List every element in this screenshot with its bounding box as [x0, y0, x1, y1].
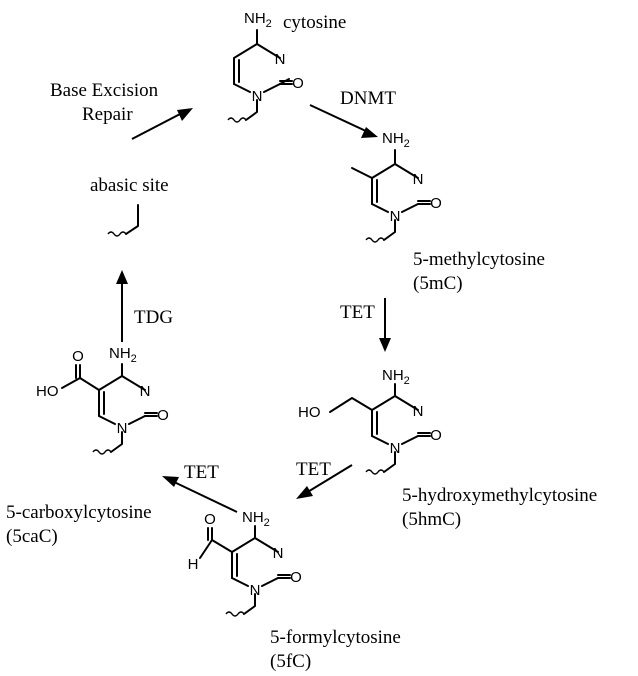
cytosine-structure: N N O NH2	[227, 10, 304, 123]
arrow-tdg	[116, 270, 128, 342]
amine-group: NH2	[242, 509, 270, 529]
label-tet-3: TET	[184, 462, 219, 483]
carbonyl-oxygen: O	[290, 569, 302, 586]
carboxyl-hydroxyl: HO	[36, 383, 59, 400]
ring-nitrogen-3: N	[140, 383, 151, 400]
ring-nitrogen-1: N	[252, 88, 263, 105]
carbonyl-oxygen: O	[157, 407, 169, 424]
label-tdg: TDG	[134, 307, 173, 328]
carboxyl-oxygen: O	[72, 348, 84, 365]
label-carboxylcytosine: 5-carboxylcytosine	[6, 502, 152, 523]
carbonyl-oxygen: O	[430, 427, 442, 444]
label-5mc: (5mC)	[413, 273, 463, 294]
formylcytosine-structure: N N O O H NH2	[188, 509, 302, 617]
label-repair: Repair	[82, 104, 133, 125]
amine-group: NH2	[382, 130, 410, 150]
methylcytosine-structure: N N O NH2	[351, 130, 442, 243]
arrow-tet-1	[379, 298, 391, 352]
label-5fc: (5fC)	[270, 651, 311, 672]
amine-group: NH2	[382, 367, 410, 387]
label-tet-2: TET	[296, 459, 331, 480]
label-5cac: (5caC)	[6, 526, 58, 547]
formyl-hydrogen: H	[188, 556, 199, 573]
arrow-base-excision-repair	[131, 108, 193, 140]
carboxylcytosine-structure: N N O O HO NH2	[36, 345, 169, 455]
ring-nitrogen-1: N	[250, 582, 261, 599]
label-base-excision: Base Excision	[50, 80, 159, 101]
label-methylcytosine: 5-methylcytosine	[413, 249, 545, 270]
arrow-tet-3	[162, 476, 238, 513]
label-abasic-site: abasic site	[90, 175, 169, 196]
ring-nitrogen-3: N	[275, 51, 286, 68]
label-dnmt: DNMT	[340, 88, 396, 109]
ring-nitrogen-3: N	[413, 403, 424, 420]
ring-nitrogen-3: N	[273, 545, 284, 562]
label-cytosine: cytosine	[283, 12, 346, 33]
label-formylcytosine: 5-formylcytosine	[270, 627, 401, 648]
hydroxymethylcytosine-structure: N N O NH2 HO	[298, 367, 442, 475]
hydroxyl-group: HO	[298, 404, 321, 421]
abasic-site-structure	[107, 204, 139, 237]
ring-nitrogen-1: N	[390, 208, 401, 225]
label-hydroxymethylcytosine: 5-hydroxymethylcytosine	[402, 485, 597, 506]
amine-group: NH2	[109, 345, 137, 365]
arrow-dnmt	[309, 104, 378, 138]
carbonyl-oxygen: O	[430, 195, 442, 212]
label-tet-1: TET	[340, 302, 375, 323]
ring-nitrogen-1: N	[390, 440, 401, 457]
amine-group: NH2	[244, 10, 272, 30]
formyl-oxygen: O	[204, 511, 216, 528]
arrow-tet-2	[296, 464, 353, 499]
carbonyl-oxygen: O	[292, 75, 304, 92]
ring-nitrogen-1: N	[117, 420, 128, 437]
label-5hmc: (5hmC)	[402, 509, 461, 530]
ring-nitrogen-3: N	[413, 171, 424, 188]
